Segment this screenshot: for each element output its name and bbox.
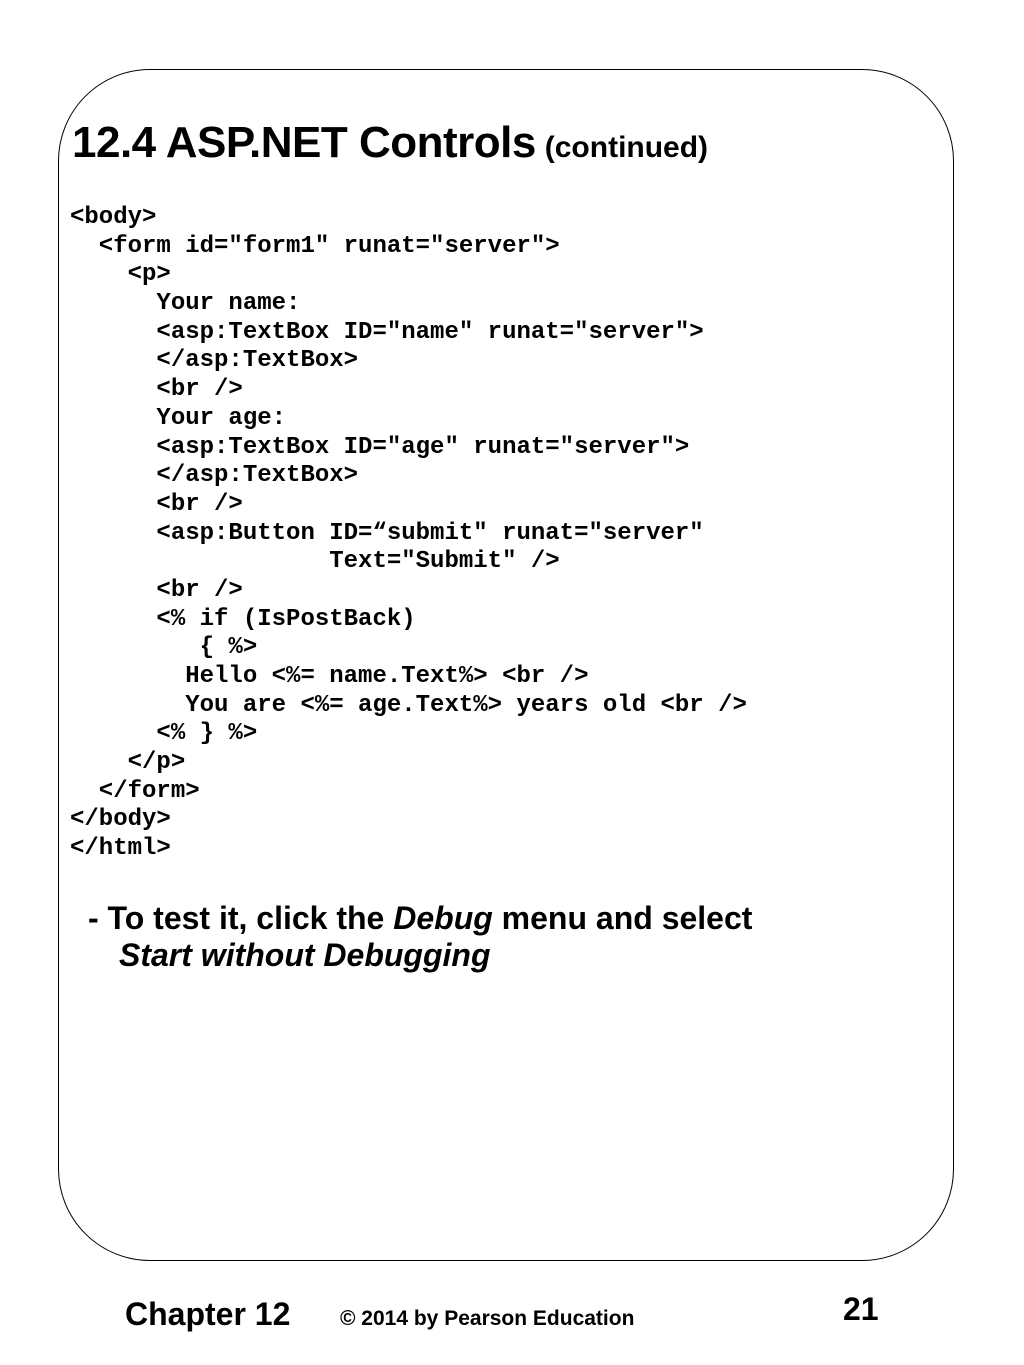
instruction-prefix: - To test it, click the — [88, 900, 394, 936]
slide-title: 12.4 ASP.NET Controls (continued) — [72, 118, 708, 168]
slide-title-continued: (continued) — [544, 131, 709, 164]
debug-menu-name: Debug — [393, 900, 493, 936]
code-line: <% if (IsPostBack) — [70, 605, 416, 633]
code-line: </asp:TextBox> — [70, 347, 359, 375]
code-line: Your name: — [70, 290, 301, 318]
code-line: <p> — [70, 261, 171, 289]
test-instruction-line-2: Start without Debugging — [88, 937, 752, 974]
code-line: <body> — [70, 204, 157, 231]
code-line: Hello <%= name.Text%> <br /> — [70, 663, 589, 690]
instruction-middle: menu and select — [492, 900, 753, 936]
code-line: </p> — [70, 749, 186, 777]
footer-copyright: © 2014 by Pearson Education — [340, 1307, 635, 1330]
slide-title-main: 12.4 ASP.NET Controls — [72, 118, 536, 167]
code-line: <asp:TextBox ID="age" runat="server"> — [70, 433, 690, 461]
code-line: <asp:Button ID=“submit" runat="server" — [70, 519, 704, 547]
test-instruction: - To test it, click the Debug menu and s… — [88, 900, 752, 974]
code-line: You are <%= age.Text%> years old <br /> — [70, 691, 747, 719]
code-line: Text="Submit" /> — [70, 548, 560, 576]
footer-chapter: Chapter 12 — [125, 1296, 291, 1332]
start-without-debugging-command: Start without Debugging — [119, 937, 491, 973]
code-line: <% } %> — [70, 720, 258, 748]
code-line: </body> — [70, 806, 171, 834]
code-line: <br /> — [70, 576, 243, 604]
slide-frame — [58, 69, 954, 1261]
code-line: Your age: — [70, 404, 287, 432]
code-line: <br /> — [70, 376, 243, 404]
page-number: 21 — [843, 1291, 879, 1327]
code-line: <br /> — [70, 490, 243, 518]
code-line: { %> — [70, 634, 258, 662]
code-line: </html> — [70, 835, 171, 863]
code-line: <asp:TextBox ID="name" runat="server"> — [70, 318, 704, 346]
code-line: <form id="form1" runat="server"> — [70, 232, 560, 260]
code-line: </form> — [70, 777, 200, 805]
code-listing: <body> <form id="form1" runat="server"> … — [70, 204, 747, 864]
test-instruction-line-1: - To test it, click the Debug menu and s… — [88, 900, 752, 937]
code-line: </asp:TextBox> — [70, 462, 359, 490]
